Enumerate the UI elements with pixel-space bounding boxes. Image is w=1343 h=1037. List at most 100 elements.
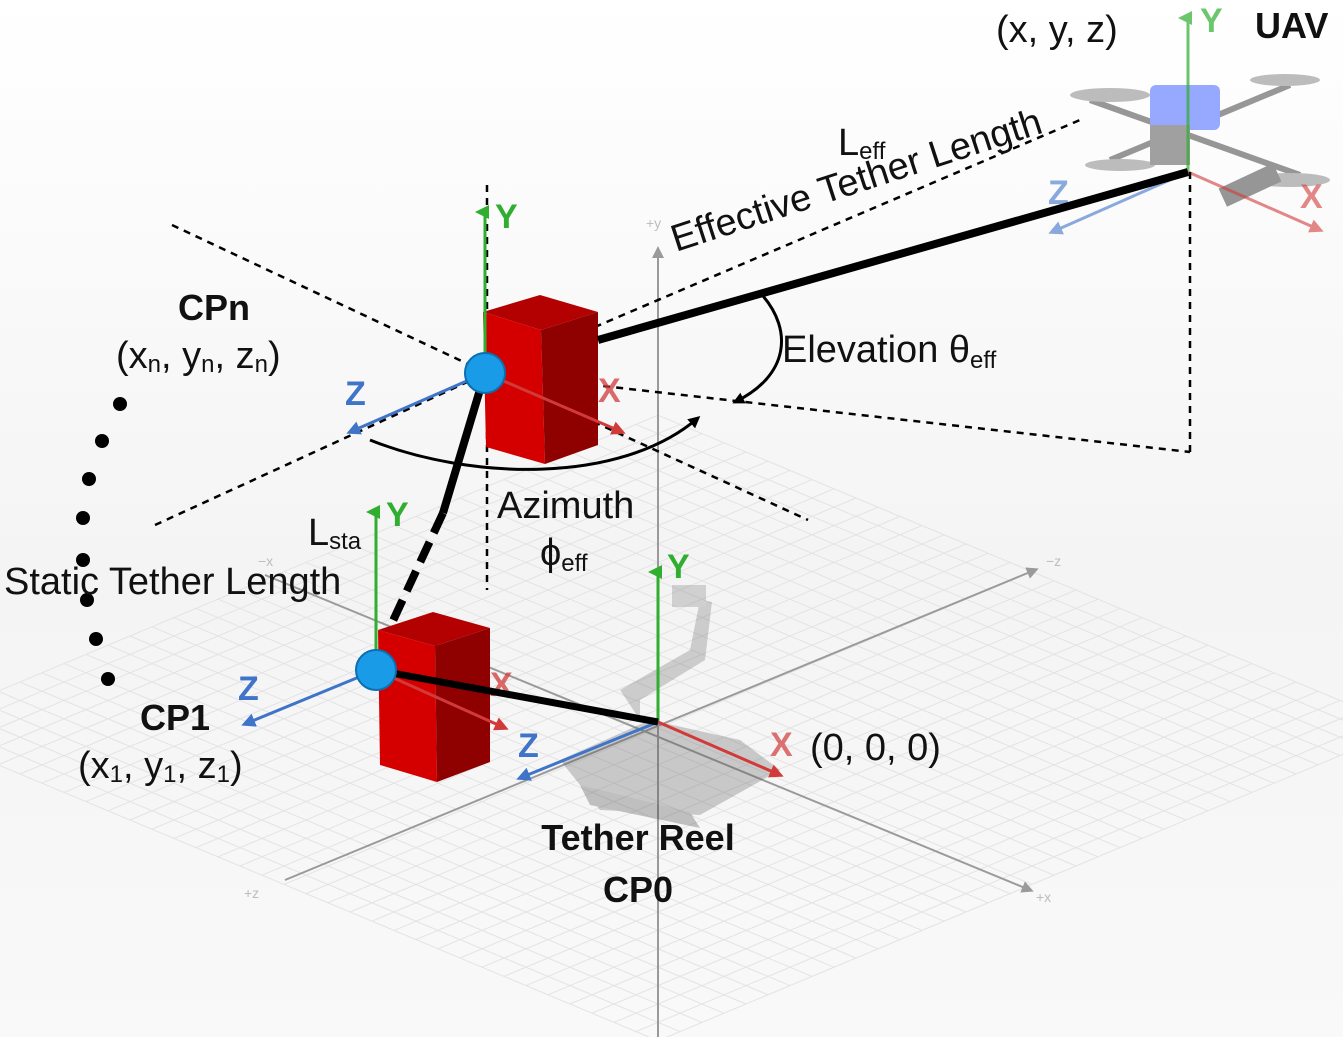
uav-coordinates: (x, y, z) <box>996 9 1118 51</box>
tether-cpn-solid <box>439 371 489 515</box>
azimuth-arc <box>369 416 701 471</box>
grid-line <box>0 709 725 1014</box>
intermediate-points-dots <box>76 397 127 686</box>
grid-line <box>525 672 1275 987</box>
grid-line <box>239 589 989 904</box>
tick-plus-x: +x <box>1036 889 1051 905</box>
dot <box>89 632 103 646</box>
cp1-axis-y-label: Y <box>386 496 409 534</box>
grid-line <box>19 681 769 996</box>
cpn-block-side <box>541 312 598 464</box>
reel-axes: Y Z X <box>516 548 793 781</box>
world-axis-ticks: −x −z +z +x +y <box>244 215 1061 905</box>
grid-line <box>107 644 857 959</box>
reel-axis-x <box>657 720 784 778</box>
dot <box>76 511 90 525</box>
grid-line <box>0 765 651 1037</box>
uav-camera <box>1150 125 1190 165</box>
tether-reel-robot <box>560 585 780 828</box>
reel-axis-z-label: Z <box>518 727 539 765</box>
cpn-axis-x <box>484 371 626 435</box>
cpn-axes: Y Z X <box>345 198 626 435</box>
tether-effective-segment <box>596 168 1190 344</box>
grid-line <box>217 598 967 913</box>
uav-body <box>1150 85 1220 130</box>
tick-plus-z: +z <box>244 885 259 901</box>
grid-line <box>591 699 1341 1014</box>
uav-arm-a <box>1088 97 1302 178</box>
elevation-label: Elevation θeff <box>782 329 997 374</box>
grid-line <box>151 626 901 941</box>
grid-line <box>41 672 791 987</box>
tick-minus-x: −x <box>258 553 273 569</box>
tick-minus-z: −z <box>1046 553 1061 569</box>
cp1-axis-x-label: X <box>490 666 513 704</box>
tether-reel-cp0: CP0 <box>603 869 673 910</box>
grid-line <box>129 635 879 950</box>
grid-line <box>0 691 747 1005</box>
grid-line <box>635 735 1343 1033</box>
grid-line <box>503 663 1253 977</box>
reel-axis-y-label: Y <box>667 548 690 586</box>
dash-horizontal-projection <box>486 371 1191 454</box>
uav-leg <box>1218 163 1282 207</box>
cp1-block-side <box>435 628 490 782</box>
grid-line <box>327 589 1077 904</box>
grid-line <box>0 728 703 1023</box>
dash-diag-lower-left <box>154 371 488 527</box>
cpn-title: CPn <box>178 287 250 328</box>
grid-line <box>459 644 1209 959</box>
cpn-block-front <box>483 312 545 464</box>
dash-diag-upper-left <box>171 223 488 375</box>
static-length-symbol: Lsta <box>308 512 362 555</box>
grid-line <box>613 717 1343 1023</box>
grid-line <box>173 617 923 931</box>
cpn-axis-z-label: Z <box>345 375 366 413</box>
robot-track <box>580 785 700 828</box>
uav-axis-y-label: Y <box>1200 2 1223 40</box>
grid-line <box>371 607 1121 922</box>
robot-body <box>560 720 780 815</box>
dot <box>95 434 109 448</box>
tether-cp1-to-reel <box>375 666 659 726</box>
grid-line <box>569 690 1319 1005</box>
tether-static-dashed <box>387 511 447 627</box>
grid-line <box>63 663 813 977</box>
cpn-coordinates: (xn, yn, zn) <box>116 335 281 378</box>
uav-rotor-1 <box>1070 88 1150 102</box>
grid-line <box>195 607 945 922</box>
uav-axis-z-label: Z <box>1048 174 1069 212</box>
tick-plus-y: +y <box>646 215 661 231</box>
dot <box>76 553 90 567</box>
cpn-anchor-block <box>483 295 598 464</box>
cpn-joint <box>464 352 506 394</box>
grid-line <box>393 617 1143 931</box>
cpn-axis-y-label: Y <box>495 198 518 236</box>
cp1-joint <box>355 649 397 691</box>
uav-rotor-2 <box>1250 74 1320 86</box>
grid-line <box>349 598 1099 913</box>
grid-line <box>481 653 1231 968</box>
world-axis-diag-a <box>284 567 1039 881</box>
uav-axis-x <box>1187 170 1324 233</box>
dot <box>82 472 96 486</box>
azimuth-symbol: ϕeff <box>540 532 588 577</box>
cp1-axis-x <box>375 668 509 731</box>
grid-line <box>415 626 1165 941</box>
cp1-title: CP1 <box>140 697 210 738</box>
dot <box>101 672 115 686</box>
cp1-axis-z <box>241 668 377 727</box>
cp1-coordinates: (x1, y1, z1) <box>78 745 243 788</box>
robot-gripper <box>672 585 706 607</box>
cpn-axis-x-label: X <box>598 372 621 410</box>
reel-axis-z <box>516 720 659 781</box>
grid-line <box>85 653 835 968</box>
cp1-axis-z-label: Z <box>238 670 259 708</box>
uav-drone <box>1070 74 1330 207</box>
reel-axis-x-label: X <box>770 726 793 764</box>
uav-axis-x-label: X <box>1300 178 1323 216</box>
azimuth-label: Azimuth <box>497 485 634 527</box>
uav-rotor-4 <box>1085 159 1155 171</box>
